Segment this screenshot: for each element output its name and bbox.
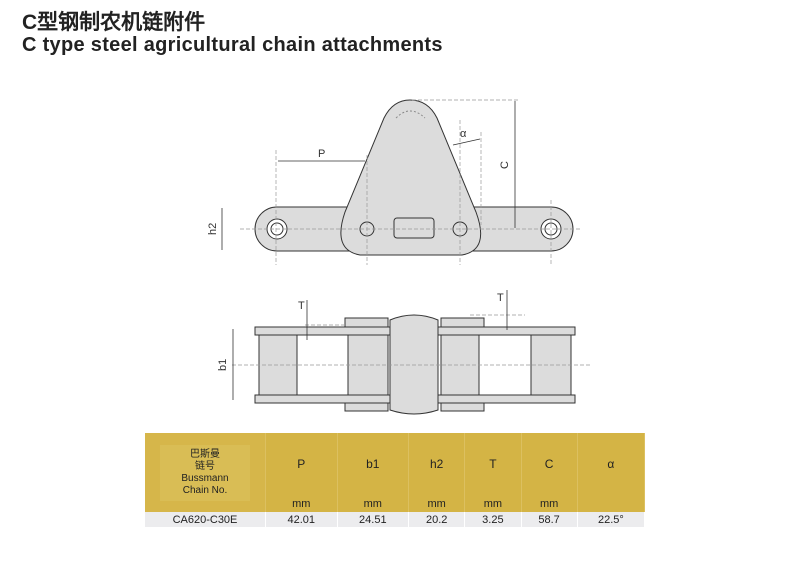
spec-table: 巴斯曼 链号 Bussmann Chain No. P b1 h2 T C α … <box>145 433 646 527</box>
side-view <box>254 314 576 415</box>
header-T: T <box>464 433 522 495</box>
top-view <box>254 99 574 256</box>
label-h2: h2 <box>207 223 219 235</box>
header-alpha: α <box>577 433 646 495</box>
header-C: C <box>521 433 578 495</box>
unit <box>577 495 646 512</box>
table-row: CA620-C30E 42.01 24.51 20.2 3.25 58.7 22… <box>145 512 646 527</box>
label-C: C <box>499 161 511 169</box>
label-alpha: α <box>460 128 467 140</box>
slot <box>393 217 435 239</box>
unit: mm <box>408 495 466 512</box>
cell: 3.25 <box>464 512 522 527</box>
label-b1: b1 <box>217 359 229 371</box>
label-P: P <box>318 148 325 160</box>
title-chinese: C型钢制农机链附件 <box>22 11 206 34</box>
attachment-body <box>389 314 439 415</box>
title-english: C type steel agricultural chain attachme… <box>22 34 443 56</box>
chain-attachment-drawing: P α C h2 T T b1 <box>207 99 590 415</box>
header-line: 链号 <box>195 460 215 472</box>
unit: mm <box>337 495 410 512</box>
triangle-attachment <box>340 99 482 256</box>
header-h2: h2 <box>408 433 466 495</box>
cell: 20.2 <box>408 512 466 527</box>
header-line: Chain No. <box>182 484 228 496</box>
unit: mm <box>464 495 522 512</box>
cell: 22.5° <box>577 512 646 527</box>
unit: mm <box>521 495 578 512</box>
unit: mm <box>265 495 338 512</box>
cell: 24.51 <box>337 512 410 527</box>
header-line: 巴斯曼 <box>190 448 220 460</box>
cell-chain-no: CA620-C30E <box>145 512 266 527</box>
label-T-right: T <box>497 292 504 304</box>
cell: 42.01 <box>265 512 338 527</box>
header-b1: b1 <box>337 433 410 495</box>
cell: 58.7 <box>521 512 578 527</box>
label-T: T <box>298 300 305 312</box>
header-chain-no: 巴斯曼 链号 Bussmann Chain No. <box>145 433 266 512</box>
header-P: P <box>265 433 338 495</box>
header-line: Bussmann <box>181 472 229 484</box>
